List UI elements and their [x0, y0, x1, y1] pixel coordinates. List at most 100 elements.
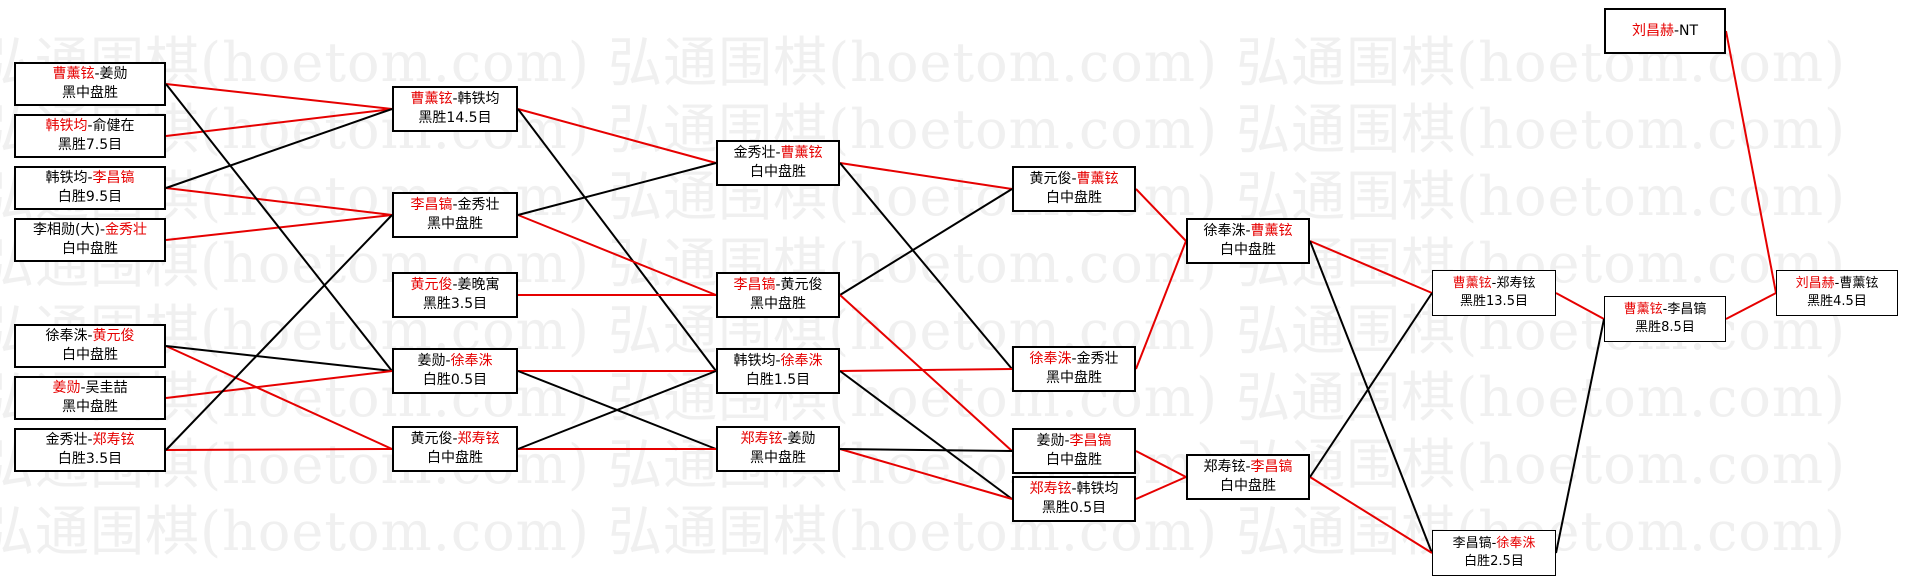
match-result: 白中盘胜 [62, 241, 118, 257]
match-box: 姜勋-吴圭喆黑中盘胜 [14, 376, 166, 420]
player-separator: - [1834, 276, 1840, 291]
bracket-link [517, 370, 717, 450]
bracket-link [1309, 240, 1433, 294]
player-two: 姜勋 [787, 431, 816, 447]
match-box: 李昌镐-徐奉洙白胜2.5目 [1432, 530, 1556, 576]
player-two: 徐奉洙 [1496, 536, 1536, 551]
match-box: 李昌镐-黄元俊黑中盘胜 [716, 272, 840, 318]
player-two: 曹薰铉 [780, 145, 823, 161]
player-separator: - [452, 277, 458, 293]
match-result: 黑中盘胜 [62, 85, 118, 101]
match-players: 曹薰铉-姜勋 [52, 65, 127, 84]
match-players: 郑寿铉-姜勋 [740, 430, 815, 449]
player-separator: - [87, 328, 93, 344]
player-separator: - [1491, 536, 1497, 551]
match-box: 徐奉洙-曹薰铉白中盘胜 [1186, 218, 1310, 264]
player-one: 姜勋 [52, 380, 81, 396]
player-two: 金秀壮 [105, 222, 147, 238]
match-box: 韩铁均-徐奉洙白胜1.5目 [716, 348, 840, 394]
match-result: 白中盘胜 [1220, 242, 1276, 258]
player-one: 曹薰铉 [1623, 302, 1663, 317]
player-two: 吴圭喆 [85, 380, 128, 396]
player-two: 黄元俊 [92, 328, 135, 344]
match-players: 姜勋-吴圭喆 [52, 379, 127, 398]
player-separator: - [782, 431, 788, 447]
bracket-link [1135, 450, 1187, 478]
player-two: 金秀壮 [1076, 351, 1119, 367]
player-separator: - [775, 277, 781, 293]
match-players: 韩铁均-徐奉洙 [733, 352, 822, 371]
match-result: 白胜3.5目 [57, 451, 123, 467]
match-players: 李昌镐-黄元俊 [733, 276, 822, 295]
player-one: 徐奉洙 [1203, 223, 1246, 239]
player-two: 郑寿铉 [92, 432, 135, 448]
match-box: 李相勋(大)-金秀壮白中盘胜 [14, 218, 166, 262]
player-one: 黄元俊 [410, 431, 453, 447]
player-one: 徐奉洙 [1029, 351, 1072, 367]
match-box: 金秀壮-郑寿铉白胜3.5目 [14, 428, 166, 472]
player-one: 郑寿铉 [1203, 459, 1246, 475]
match-players: 姜勋-李昌镐 [1036, 432, 1111, 451]
match-players: 姜勋-徐奉洙 [417, 352, 492, 371]
bracket-link [165, 108, 393, 189]
match-box: 韩铁均-俞健在黑胜7.5目 [14, 114, 166, 158]
player-one: 姜勋 [417, 353, 446, 369]
player-two: 曹薰铉 [1250, 223, 1293, 239]
player-separator: - [452, 431, 458, 447]
player-separator: - [775, 353, 781, 369]
player-two: 李昌镐 [1667, 302, 1707, 317]
match-result: 白胜9.5目 [57, 189, 123, 205]
match-players: 李相勋(大)-金秀壮 [33, 221, 147, 240]
bracket-link [165, 214, 393, 451]
player-one: 刘昌赫 [1631, 22, 1674, 39]
player-one: 韩铁均 [45, 170, 88, 186]
match-players: 曹薰铉-李昌镐 [1624, 301, 1707, 319]
match-box: 郑寿铉-李昌镐白中盘胜 [1186, 454, 1310, 500]
player-two: 李昌镐 [92, 170, 135, 186]
player-separator: - [99, 222, 105, 238]
player-two: 姜晚寓 [457, 277, 500, 293]
player-one: 李昌镐 [733, 277, 776, 293]
bracket-link [165, 83, 393, 372]
match-players: 郑寿铉-韩铁均 [1029, 480, 1118, 499]
player-two: NT [1679, 22, 1699, 39]
match-players: 韩铁均-李昌镐 [45, 169, 134, 188]
match-result: 白中盘胜 [750, 164, 806, 180]
player-one: 韩铁均 [733, 353, 776, 369]
player-two: 黄元俊 [780, 277, 823, 293]
match-players: 金秀壮-郑寿铉 [45, 431, 134, 450]
player-separator: - [80, 380, 86, 396]
player-separator: - [452, 91, 458, 107]
player-separator: - [87, 432, 93, 448]
match-result: 黑胜13.5目 [1460, 294, 1528, 309]
bracket-link [517, 162, 717, 216]
match-box: 韩铁均-李昌镐白胜9.5目 [14, 166, 166, 210]
bracket-link [1555, 292, 1605, 320]
match-box: 曹薰铉-李昌镐黑胜8.5目 [1604, 296, 1726, 342]
player-two: 郑寿铉 [1496, 276, 1536, 291]
match-box: 金秀壮-曹薰铉白中盘胜 [716, 140, 840, 186]
match-box: 徐奉洙-黄元俊白中盘胜 [14, 324, 166, 368]
player-one: 刘昌赫 [1795, 276, 1835, 291]
match-result: 黑中盘胜 [1046, 370, 1102, 386]
bracket-link [839, 448, 1013, 500]
bracket-link [839, 162, 1013, 370]
player-one: 郑寿铉 [740, 431, 783, 447]
bracket-link [165, 345, 393, 450]
player-two: 韩铁均 [1076, 481, 1119, 497]
player-separator: - [94, 66, 100, 82]
player-two: 郑寿铉 [457, 431, 500, 447]
bracket-link [1135, 188, 1187, 242]
match-result: 黑胜14.5目 [418, 110, 492, 126]
match-players: 徐奉洙-黄元俊 [45, 327, 134, 346]
match-players: 黄元俊-郑寿铉 [410, 430, 499, 449]
player-separator: - [1673, 22, 1680, 39]
bracket-link [1555, 318, 1605, 554]
player-one: 曹薰铉 [52, 66, 95, 82]
match-players: 刘昌赫-曹薰铉 [1796, 275, 1879, 293]
bracket-link [165, 370, 393, 399]
match-box: 曹薰铉-姜勋黑中盘胜 [14, 62, 166, 106]
bracket-link [165, 345, 393, 372]
match-box: 徐奉洙-金秀壮黑中盘胜 [1012, 346, 1136, 392]
match-players: 曹薰铉-韩铁均 [410, 90, 499, 109]
